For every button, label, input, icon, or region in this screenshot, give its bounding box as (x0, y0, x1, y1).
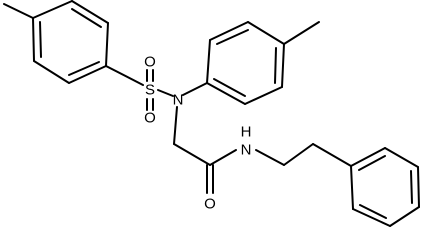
sulfonyl-oxygen-top-label: O (144, 54, 156, 71)
sulfur-atom-label: S (145, 82, 155, 99)
bond (247, 21, 285, 45)
double-bond-inner (410, 170, 413, 204)
amide-hydrogen-label: H (241, 124, 252, 141)
sulfonyl-oxygen-bottom-label: O (144, 110, 156, 127)
methyl-bond-right (283, 21, 320, 45)
carbonyl-oxygen-label: O (204, 196, 216, 213)
bond (206, 82, 246, 105)
bond (32, 0, 73, 19)
double-bond-inner (274, 47, 277, 84)
bond (384, 147, 419, 168)
bond (32, 17, 35, 62)
n-ch2-bond (173, 106, 178, 145)
bond (389, 206, 420, 227)
bond (244, 86, 283, 105)
bond (352, 208, 391, 227)
bond (105, 22, 109, 67)
n-tolyl-ring (206, 21, 285, 105)
sulfonamide-nitrogen-label: N (173, 92, 184, 109)
double-bond-inner (213, 78, 246, 97)
ring-to-sulfur-bond (105, 65, 144, 86)
ch2-phenyl-bond (312, 143, 352, 167)
methyl-bond-left (3, 3, 34, 19)
ch2-carbonyl-bond (173, 143, 211, 166)
amide-nitrogen-label: N (241, 142, 252, 159)
carbonyl-nh-bond (209, 149, 237, 166)
double-bond-inner (71, 8, 102, 28)
bond (281, 43, 285, 88)
double-bond-inner (358, 155, 386, 171)
double-bond-inner (216, 29, 249, 45)
phenyl-ring (350, 147, 420, 227)
bond (206, 39, 211, 84)
double-bond-inner (68, 61, 100, 76)
bond (33, 60, 70, 84)
ch2-ch2-bond (283, 143, 314, 166)
bond (71, 0, 109, 24)
double-bond-inner (359, 204, 387, 219)
bond (350, 147, 386, 167)
bond (68, 65, 107, 84)
double-bond-inner (39, 21, 42, 58)
bond (417, 166, 420, 208)
nh-ch2-bond (255, 149, 285, 166)
sulfonyl-tolyl-ring (32, 0, 109, 84)
n-to-ring-bond (182, 82, 208, 96)
bond (209, 21, 249, 41)
s-n-bond (157, 89, 174, 97)
molecule-structure-diagram: S O O N H N O (3, 0, 420, 227)
bond (350, 165, 354, 210)
